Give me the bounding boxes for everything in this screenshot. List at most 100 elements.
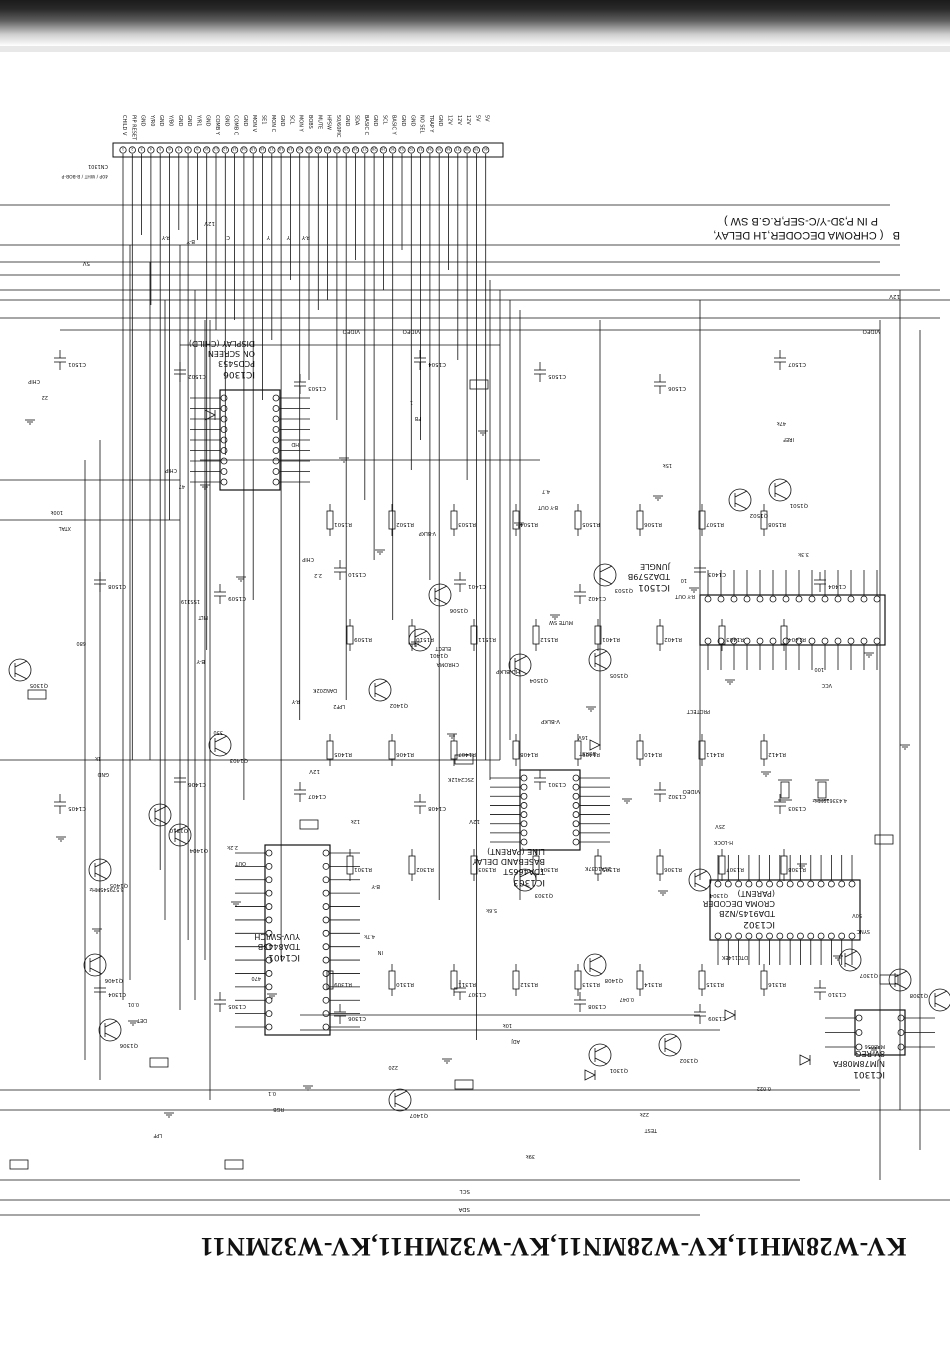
connector-pin-label: GND (205, 115, 211, 127)
ic-pin (735, 880, 743, 888)
connector-pin-label: HPSW (326, 115, 332, 130)
connector-pin (156, 146, 164, 154)
transistor-ref: Q1501 (790, 502, 808, 508)
transistor-lead (594, 650, 608, 658)
component-value: BURST (578, 750, 596, 756)
connector-pin-label: BASIC Y (391, 115, 397, 136)
transistor (583, 953, 607, 977)
ic-ref: IC1302 (743, 919, 775, 929)
connector-pin-number: 38 (465, 147, 469, 151)
connector-pin (342, 146, 350, 154)
transistor-ref: Q1405 (109, 882, 128, 888)
ic-pin (322, 889, 330, 897)
bus-label: 5V (83, 260, 90, 266)
component-value: 100 (814, 666, 824, 672)
resistor (450, 970, 458, 990)
ic-description: YUV-SWICH (254, 932, 301, 941)
transistor-lead (414, 630, 428, 638)
ic-pin (322, 996, 330, 1004)
component-value: 3.3k (798, 551, 809, 557)
ic-pin (322, 970, 330, 977)
connector-pin-label: PIP RESET (130, 115, 136, 141)
ic-pin (265, 916, 273, 924)
ic-description: ON SCREEN (208, 349, 255, 358)
connector-pin-label: Y/R1 (195, 114, 201, 126)
transistor-lead (89, 955, 103, 963)
ic-pin (838, 880, 846, 888)
ic-pin (782, 637, 790, 645)
ic-pin (520, 774, 528, 782)
transistor-ref: Q1403 (229, 757, 248, 763)
connector-pin (147, 146, 155, 154)
resistor (326, 510, 334, 530)
resistor (698, 970, 706, 990)
capacitor-ref: C1309 (708, 1015, 726, 1021)
ic-pin (860, 637, 868, 645)
component-value: ELECT (434, 645, 451, 651)
connector-ref: CN1301 (88, 163, 108, 169)
resistor-ref: R1506 (644, 521, 662, 527)
capacitor-ref: C1502 (188, 373, 206, 379)
connector-pin-label: BASIC C (363, 115, 369, 136)
resistor (780, 625, 788, 645)
connector-pin-number: 21 (307, 147, 311, 151)
ic-pin (834, 595, 842, 603)
connector-pin (212, 146, 220, 154)
capacitor-ref: C1304 (108, 991, 126, 997)
ic-pin (855, 1014, 863, 1022)
connector-pin (184, 146, 192, 154)
capacitor-ref: C1307 (468, 991, 486, 997)
ic-pin (322, 876, 330, 884)
component-value: V-BLKP (419, 530, 436, 536)
resistor (574, 510, 582, 530)
diode (724, 1009, 736, 1021)
ic-pin (572, 820, 580, 828)
component-value: FB (414, 415, 421, 421)
connector-pin-label: BOBS (307, 115, 313, 129)
capacitor-ref: C1405 (68, 805, 86, 811)
connector-pin-number: 5 (159, 147, 161, 151)
capacitor-ref: C1310 (828, 991, 846, 997)
resistor (636, 510, 644, 530)
ic-pin (817, 932, 825, 940)
bus-label: HD-BLKP (495, 668, 520, 674)
resistor-ref: R1316 (768, 981, 786, 987)
ic-pin (572, 829, 580, 837)
component-value: R-Y OUT (674, 593, 695, 599)
ic-pin (755, 880, 763, 888)
transistor-lead (519, 870, 533, 878)
transistor (658, 1033, 682, 1057)
transistor-lead (394, 1090, 408, 1098)
connector-pin-number: 12 (223, 147, 227, 151)
ic-ref: IC1401 (268, 952, 300, 962)
resistor-ref: R1404 (788, 636, 806, 642)
connector-pin-label: GND (158, 115, 164, 127)
resistor (326, 740, 334, 760)
component-value: 10 (681, 577, 687, 583)
transistor (148, 803, 172, 827)
ic-pin (756, 637, 764, 645)
connector-pin-number: 23 (325, 147, 329, 151)
ic-pin (272, 426, 280, 433)
transistor-lead (14, 660, 28, 668)
component-value: PROTECT (686, 708, 710, 714)
connector-pin-label: GND (223, 115, 229, 127)
component-value: 50V (852, 912, 862, 918)
component-value: 0.022 (757, 1085, 771, 1091)
ic-pin (272, 394, 280, 402)
connector-pin-number: 39 (474, 147, 478, 151)
crystal (817, 781, 827, 799)
net-tag (299, 819, 319, 830)
ic-pin (322, 983, 330, 991)
connector-pin-number: 20 (297, 147, 301, 151)
ic-pin (827, 932, 835, 940)
resistor (656, 625, 664, 645)
ic-description: LINE (PARENT) (487, 847, 545, 856)
component-value: 39k (526, 1153, 535, 1159)
bus-label: SCL (459, 1188, 470, 1194)
ic-pin (797, 932, 804, 940)
connector-pin-label: 12V (465, 115, 471, 125)
component-value: 1k (95, 755, 101, 761)
connector-pin (435, 146, 443, 154)
scan-edge-shade (0, 46, 950, 52)
